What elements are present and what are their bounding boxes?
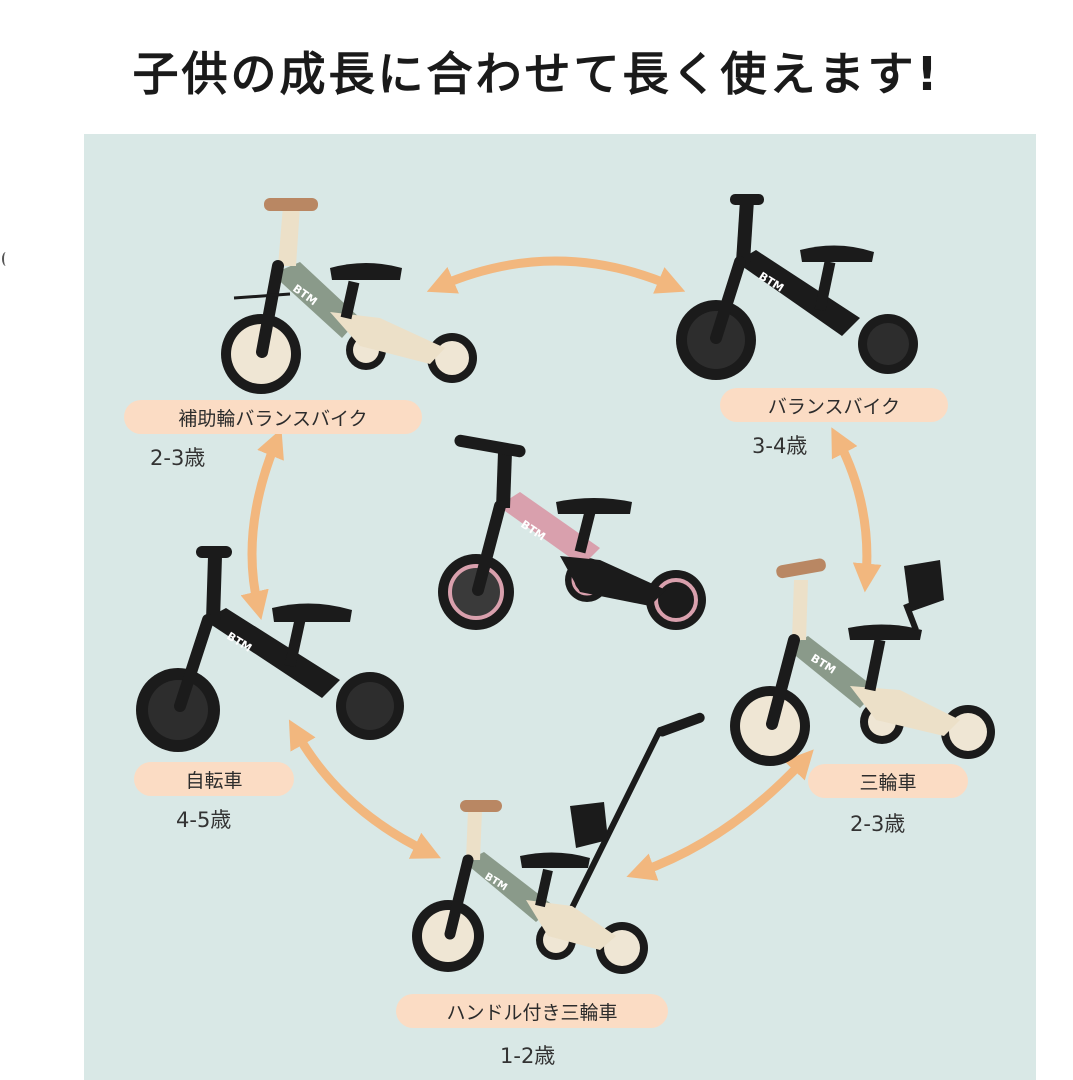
bike-handle-tricycle: BTM (412, 712, 705, 974)
mode-label-tricycle: 三輪車 (808, 764, 968, 798)
arrow-bicycle-training (240, 428, 284, 621)
edge-mark (2, 252, 10, 266)
bike-training-balance: BTM (221, 198, 477, 394)
mode-age-balance: 3-4歳 (752, 434, 808, 458)
bike-balance: BTM (676, 194, 918, 380)
mode-label-handle: ハンドル付き三輪車 (396, 994, 668, 1028)
arrow-training-balance (426, 256, 686, 294)
bike-tricycle: BTM (730, 558, 995, 766)
mode-label-balance: バランスバイク (720, 388, 948, 422)
mode-age-handle: 1-2歳 (500, 1044, 556, 1068)
bike-center-pink: BTM (438, 434, 706, 630)
mode-age-bicycle: 4-5歳 (176, 808, 232, 832)
arrow-handle-bicycle (288, 719, 441, 859)
arrow-tricycle-handle (626, 749, 814, 881)
mode-label-training: 補助輪バランスバイク (124, 400, 422, 434)
mode-label-bicycle: 自転車 (134, 762, 294, 796)
mode-age-tricycle: 2-3歳 (850, 812, 906, 836)
bike-bicycle: BTM (136, 546, 404, 752)
mode-age-training: 2-3歳 (150, 446, 206, 470)
page-title: 子供の成長に合わせて長く使えます! (132, 47, 941, 101)
arrow-balance-tricycle (831, 427, 882, 593)
